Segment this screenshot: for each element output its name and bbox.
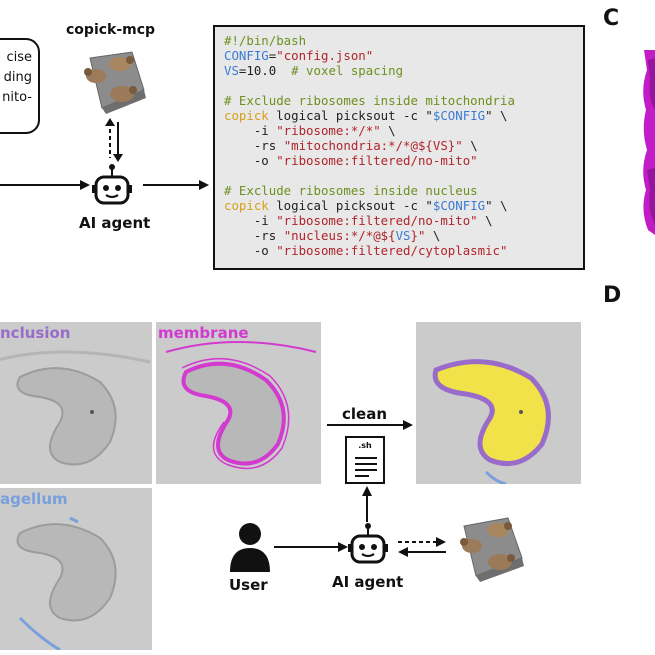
code-line: -rs "nucleus:*/*@${VS}" \ [224, 228, 441, 243]
code-token: -rs [224, 138, 284, 153]
panel-c-segmentation-strip [643, 50, 655, 235]
code-token: $CONFIG [432, 198, 486, 213]
clean-arrow [327, 420, 413, 430]
code-line: copick logical picksout -c "$CONFIG" \ [224, 108, 508, 123]
user-label: User [229, 576, 268, 594]
code-token: "mitochondria:*/*@${VS}" [283, 138, 463, 153]
code-line: # Exclude ribosomes inside nucleus [224, 183, 478, 198]
code-token: "config.json" [276, 48, 374, 63]
code-line: #!/bin/bash [224, 33, 306, 48]
agent-to-script-arrow [362, 486, 372, 522]
code-line: -i "ribosome:*/*" \ [224, 123, 396, 138]
code-line: VS=10.0 # voxel spacing [224, 63, 403, 78]
code-token: -i [224, 213, 277, 228]
code-token: -i [224, 123, 277, 138]
code-line: # Exclude ribosomes inside mitochondria [224, 93, 515, 108]
code-token: "nucleus:*/*@${ [283, 228, 396, 243]
tomogram-inclusion-panel: nclusion [0, 322, 152, 484]
tomogram-flagellum-panel: agellum [0, 488, 152, 650]
code-token: $CONFIG [432, 108, 486, 123]
code-token: " \ [485, 198, 508, 213]
ai-agent-label-top: AI agent [79, 214, 151, 232]
code-token: # Exclude ribosomes inside nucleus [224, 183, 478, 198]
code-token: VS [395, 228, 411, 243]
code-token: # voxel spacing [291, 63, 404, 78]
robot-icon [92, 164, 132, 205]
code-token: -o [224, 243, 277, 258]
code-token: " \ [485, 108, 508, 123]
user-to-agent-arrow [274, 542, 348, 552]
code-token: }" [410, 228, 426, 243]
membrane-label: membrane [158, 324, 249, 342]
code-token: logical picksout -c " [268, 108, 433, 123]
ai-agent-label-bottom: AI agent [332, 573, 404, 591]
script-file-label: .sh [358, 441, 372, 450]
clean-label: clean [342, 405, 388, 423]
user-prompt-bubble: cise ding nito- [0, 38, 40, 134]
code-token: copick [224, 108, 269, 123]
bidirectional-arrows [105, 118, 123, 162]
copick-mcp-title: copick-mcp [66, 22, 156, 38]
prompt-text-line-1: cise [6, 50, 32, 65]
code-token: -rs [224, 228, 284, 243]
code-line: -i "ribosome:filtered/no-mito" \ [224, 213, 493, 228]
code-token: = [268, 48, 277, 63]
code-token: \ [477, 213, 493, 228]
code-token: \ [380, 123, 396, 138]
robot-icon-bottom [348, 523, 388, 564]
code-line: -rs "mitochondria:*/*@${VS}" \ [224, 138, 478, 153]
input-arrow [0, 180, 90, 190]
panel-letter-c: C [603, 6, 620, 31]
code-token: =10.0 [238, 63, 292, 78]
code-token: logical picksout -c " [268, 198, 433, 213]
user-icon [230, 523, 270, 572]
code-line: -o "ribosome:filtered/no-mito" [224, 153, 478, 168]
code-token: "ribosome:filtered/cytoplasmic" [276, 243, 508, 258]
prompt-text-line-2: ding [3, 70, 32, 85]
code-token: VS [224, 63, 239, 78]
script-file-icon: .sh [345, 436, 385, 484]
code-token: -o [224, 153, 277, 168]
copick-bird-logo [84, 51, 146, 114]
agent-mcp-arrows [398, 537, 446, 557]
code-line: CONFIG="config.json" [224, 48, 373, 63]
flagellum-label: agellum [0, 490, 68, 508]
tomogram-membrane-panel: membrane [156, 322, 321, 484]
code-token: copick [224, 198, 269, 213]
code-token: #!/bin/bash [224, 33, 307, 48]
panel-letter-d: D [603, 283, 622, 308]
code-token: "ribosome:filtered/no-mito" [276, 153, 478, 168]
code-token: \ [425, 228, 441, 243]
code-token: CONFIG [224, 48, 269, 63]
code-line: -o "ribosome:filtered/cytoplasmic" [224, 243, 508, 258]
prompt-text-line-3: nito- [2, 90, 32, 105]
copick-bird-logo-bottom [460, 517, 524, 582]
code-token: \ [462, 138, 478, 153]
output-arrow [143, 180, 209, 190]
code-token: "ribosome:*/*" [276, 123, 381, 138]
code-token: "ribosome:filtered/no-mito" [276, 213, 478, 228]
tomogram-cleaned-panel [416, 322, 581, 484]
code-token: # Exclude ribosomes inside mitochondria [224, 93, 515, 108]
code-line: copick logical picksout -c "$CONFIG" \ [224, 198, 508, 213]
inclusion-label: nclusion [0, 324, 71, 342]
